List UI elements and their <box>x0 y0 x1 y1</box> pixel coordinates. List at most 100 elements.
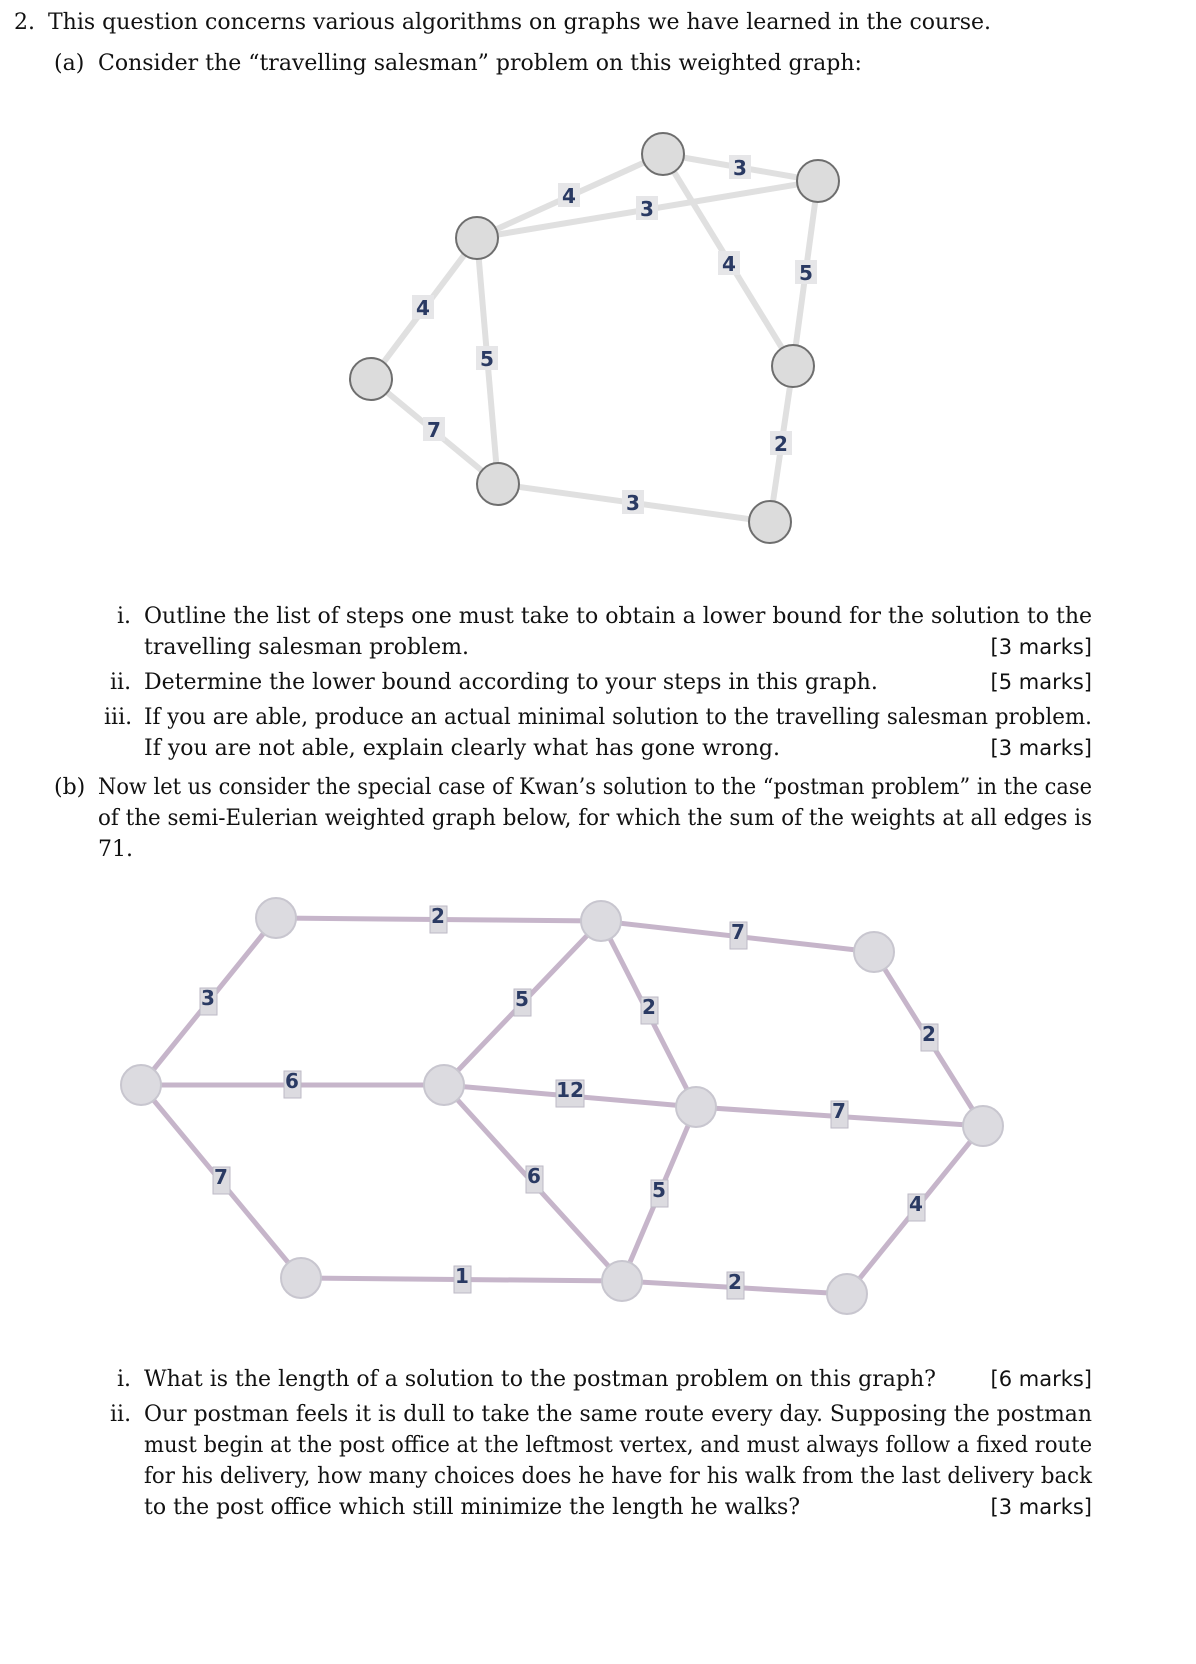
part-b-label: (b) <box>54 775 86 800</box>
postman-weight-m-bm: 6 <box>525 1164 544 1194</box>
part-a-item-2-line-1: Determine the lower bound according to y… <box>144 670 878 695</box>
postman-weight-l-m: 6 <box>283 1069 302 1099</box>
postman-node <box>255 897 297 939</box>
postman-node <box>853 931 895 973</box>
postman-node <box>580 900 622 942</box>
svg-text:3: 3 <box>626 491 640 515</box>
postman-weight-tr-r: 2 <box>920 1022 939 1052</box>
postman-weight-l-tl: 3 <box>199 986 218 1016</box>
postman-weight-m-c: 12 <box>555 1078 585 1108</box>
tsp-node <box>641 132 685 176</box>
svg-text:1: 1 <box>455 1264 469 1288</box>
postman-weight-tm-tr: 7 <box>729 920 748 950</box>
svg-text:2: 2 <box>642 995 656 1019</box>
postman-weight-l-bl: 7 <box>212 1165 231 1195</box>
part-b-item-2-line-4: to the post office which still minimize … <box>144 1495 801 1520</box>
tsp-weight-n3-n2: 3 <box>636 196 658 221</box>
postman-weight-m-tm: 5 <box>513 987 532 1017</box>
postman-weight-c-bm: 5 <box>650 1178 669 1208</box>
tsp-node <box>349 357 393 401</box>
tsp-weight-labels: 4 3 3 4 5 4 5 7 2 3 <box>412 155 817 515</box>
svg-text:6: 6 <box>527 1164 541 1188</box>
postman-node <box>280 1257 322 1299</box>
part-a-item-1-line-2: travelling salesman problem. <box>144 635 470 660</box>
svg-text:5: 5 <box>652 1178 666 1202</box>
svg-text:2: 2 <box>728 1270 742 1294</box>
tsp-nodes <box>349 132 840 544</box>
part-a-item-1-line-1: Outline the list of steps one must take … <box>144 604 1093 629</box>
svg-text:4: 4 <box>416 296 430 320</box>
postman-weight-labels: 3 6 7 2 1 5 12 6 2 7 5 7 2 2 4 <box>199 904 939 1300</box>
part-b-item-2-line-1: Our postman feels it is dull to take the… <box>144 1402 1092 1427</box>
tsp-weight-n4-n6: 7 <box>423 417 445 442</box>
part-a-item-3-marks: [3 marks] <box>990 736 1092 760</box>
postman-weight-tm-c: 2 <box>640 995 659 1025</box>
postman-node <box>601 1260 643 1302</box>
tsp-weight-n2-n5: 5 <box>795 260 817 285</box>
tsp-weight-n3-n4: 4 <box>412 295 434 320</box>
part-b-item-2-line-2: must begin at the post office at the lef… <box>144 1433 1093 1458</box>
svg-text:2: 2 <box>774 432 788 456</box>
part-a-item-1-marks: [3 marks] <box>990 635 1092 659</box>
svg-text:6: 6 <box>285 1069 299 1093</box>
part-a-item-1-number: i. <box>117 604 132 629</box>
svg-text:2: 2 <box>431 904 445 928</box>
postman-node <box>423 1064 465 1106</box>
svg-text:4: 4 <box>722 252 736 276</box>
tsp-weight-n6-n8: 3 <box>622 490 644 515</box>
tsp-weight-n5-n8: 2 <box>770 431 792 456</box>
part-a-item-2-number: ii. <box>110 670 132 695</box>
part-b-item-2-marks: [3 marks] <box>990 1495 1092 1519</box>
part-a-item-3-number: iii. <box>104 705 133 730</box>
part-a-item-3-line-2: If you are not able, explain clearly wha… <box>144 736 780 761</box>
postman-node <box>962 1105 1004 1147</box>
part-b-item-1-number: i. <box>117 1367 132 1392</box>
tsp-node <box>748 500 792 544</box>
postman-weight-tl-tm: 2 <box>429 904 448 934</box>
svg-text:12: 12 <box>556 1078 584 1102</box>
tsp-weight-n1-n5: 4 <box>718 251 740 276</box>
svg-text:5: 5 <box>515 987 529 1011</box>
postman-weight-c-r: 7 <box>830 1099 849 1129</box>
postman-node <box>675 1086 717 1128</box>
tsp-node <box>796 159 840 203</box>
tsp-weight-n3-n1: 4 <box>558 183 580 208</box>
postman-nodes <box>120 897 1004 1315</box>
tsp-node <box>771 344 815 388</box>
question-intro: This question concerns various algorithm… <box>48 10 991 35</box>
postman-node <box>120 1064 162 1106</box>
postman-weight-bm-br: 2 <box>726 1270 745 1300</box>
svg-text:7: 7 <box>832 1099 846 1123</box>
part-b-line-3: 71. <box>98 837 133 862</box>
part-a-item-2-marks: [5 marks] <box>990 670 1092 694</box>
svg-text:4: 4 <box>562 184 576 208</box>
tsp-node <box>455 216 499 260</box>
svg-text:3: 3 <box>640 197 654 221</box>
part-a-item-3-line-1: If you are able, produce an actual minim… <box>144 705 1092 730</box>
question-number: 2. <box>14 10 35 35</box>
svg-text:2: 2 <box>922 1022 936 1046</box>
part-b-line-2: of the semi-Eulerian weighted graph belo… <box>98 806 1093 831</box>
tsp-node <box>476 462 520 506</box>
svg-text:5: 5 <box>799 261 813 285</box>
part-b-line-1: Now let us consider the special case of … <box>98 775 1093 800</box>
part-b-item-1-line-1: What is the length of a solution to the … <box>144 1367 936 1392</box>
part-b-item-1-marks: [6 marks] <box>990 1367 1092 1391</box>
postman-weight-br-r: 4 <box>907 1192 926 1222</box>
part-a-label: (a) <box>54 51 85 76</box>
svg-text:7: 7 <box>427 418 441 442</box>
svg-text:3: 3 <box>733 156 747 180</box>
svg-text:3: 3 <box>201 986 215 1010</box>
svg-text:5: 5 <box>480 347 494 371</box>
postman-node <box>826 1273 868 1315</box>
part-b-item-2-line-3: for his delivery, how many choices does … <box>144 1464 1092 1489</box>
tsp-weight-n3-n6: 5 <box>476 346 498 371</box>
postman-weight-bl-bm: 1 <box>453 1264 472 1294</box>
svg-text:7: 7 <box>214 1165 228 1189</box>
svg-text:7: 7 <box>731 920 745 944</box>
part-b-item-2-number: ii. <box>110 1402 132 1427</box>
svg-text:4: 4 <box>909 1192 923 1216</box>
part-a-text: Consider the “travelling salesman” probl… <box>98 51 862 76</box>
